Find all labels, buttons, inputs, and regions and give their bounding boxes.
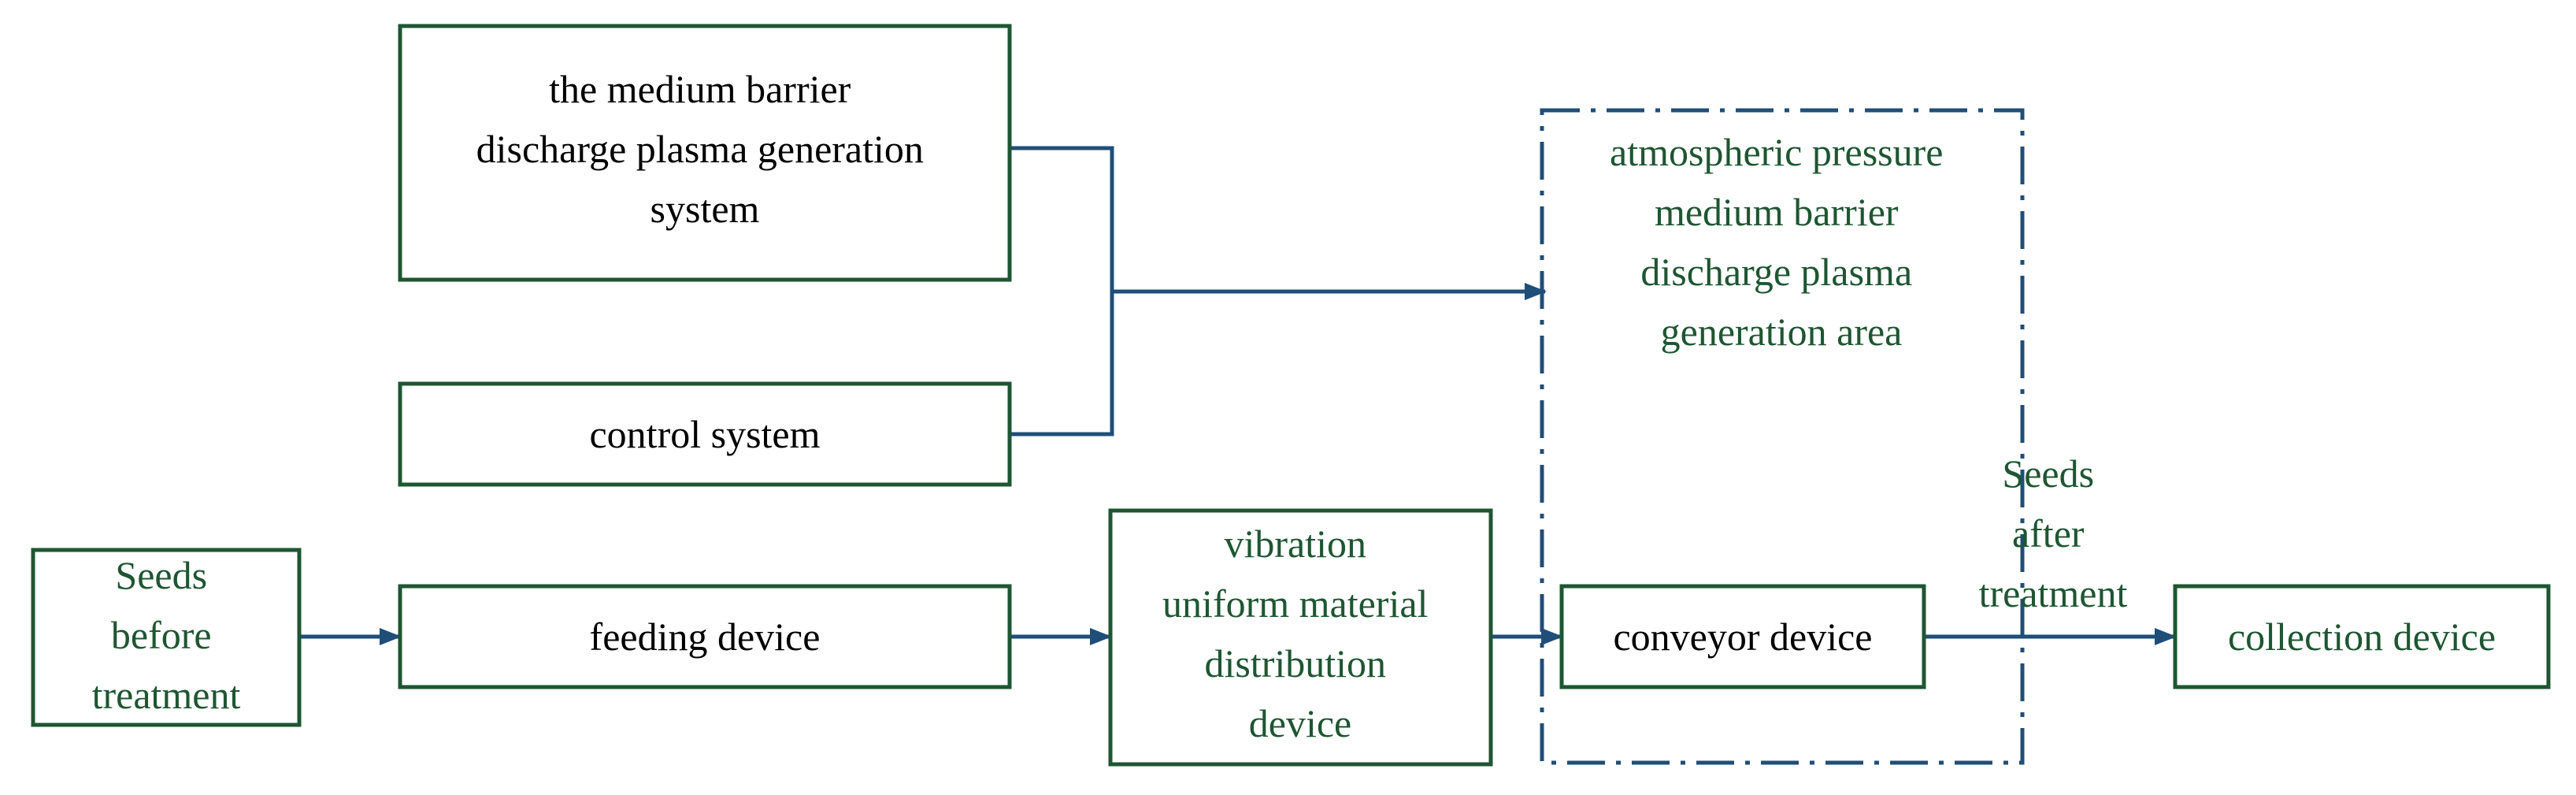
seeds-after-label: Seeds after treatment — [1979, 451, 2128, 615]
feeding-device-box — [398, 584, 1012, 689]
vibration-device-label: vibration uniform material distribution … — [1162, 522, 1438, 745]
plasma-generation-area — [1540, 108, 2025, 765]
vibration-device-box — [1108, 508, 1493, 767]
dbd-to-junction-line — [1010, 146, 1114, 292]
control-system-box — [398, 381, 1012, 487]
seeds-before-label: Seeds before treatment — [92, 553, 241, 717]
conveyor-device-box — [1559, 584, 1926, 689]
control-to-junction-line — [1010, 292, 1114, 437]
collection-device-box — [2173, 584, 2551, 689]
dbd-system-label: the medium barrier discharge plasma gene… — [476, 67, 934, 231]
plasma-area-label: atmospheric pressure medium barrier disc… — [1610, 130, 1953, 354]
conveyor-device-label: conveyor device — [1613, 615, 1872, 659]
control-system-label: control system — [589, 412, 820, 456]
collection-device-label: collection device — [2228, 615, 2496, 659]
connectors — [299, 146, 2177, 645]
dbd-system-box — [398, 24, 1012, 282]
seeds-before-box — [31, 548, 302, 727]
feeding-device-label: feeding device — [590, 615, 821, 659]
